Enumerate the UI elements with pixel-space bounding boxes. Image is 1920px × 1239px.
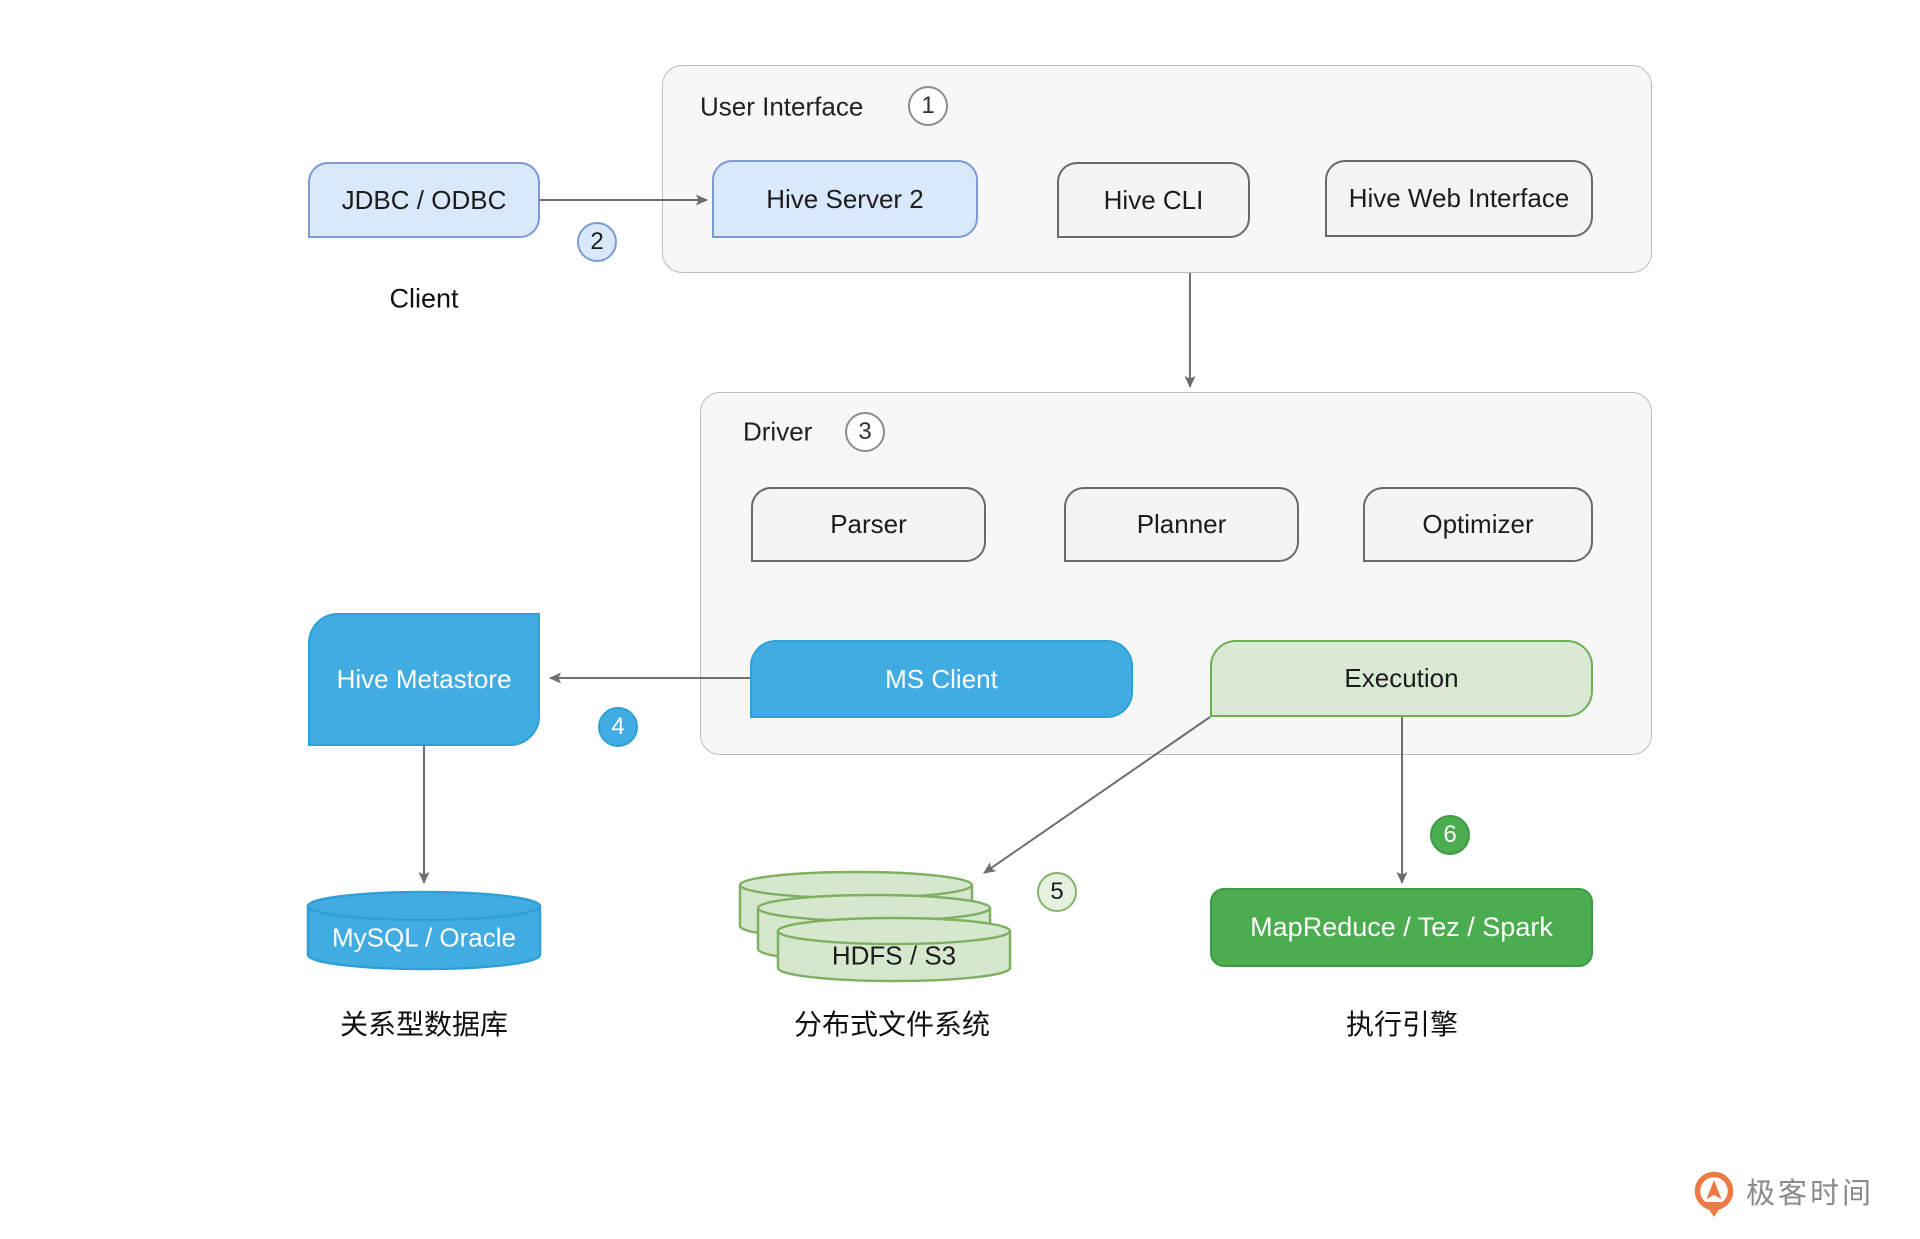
jdbc-odbc-box: JDBC / ODBC xyxy=(308,162,540,238)
parser-box: Parser xyxy=(751,487,986,562)
execution-box: Execution xyxy=(1210,640,1593,717)
step-badge-2: 2 xyxy=(577,222,617,262)
geektime-watermark: 极客时间 xyxy=(1746,1178,1875,1210)
arrow-execution-to-hdfs xyxy=(983,716,1211,874)
geektime-logo-icon xyxy=(1694,1171,1734,1217)
engine-caption: 执行引擎 xyxy=(1345,1009,1459,1040)
rdbms-caption: 关系型数据库 xyxy=(339,1009,509,1040)
driver-title: Driver xyxy=(743,416,813,447)
hdfs-s3-label: HDFS / S3 xyxy=(831,940,957,971)
mysql-oracle-cylinder xyxy=(306,890,542,971)
optimizer-box: Optimizer xyxy=(1363,487,1593,562)
dfs-caption: 分布式文件系统 xyxy=(793,1009,991,1040)
user-interface-title: User Interface xyxy=(700,91,864,122)
hdfs-s3-cylinders xyxy=(738,870,1012,983)
hdfs-cylinder-front xyxy=(776,916,1012,983)
ms-client-box: MS Client xyxy=(750,640,1133,718)
hive-server-2-box: Hive Server 2 xyxy=(712,160,978,238)
mapreduce-tez-spark-box: MapReduce / Tez / Spark xyxy=(1210,888,1593,967)
step-badge-5: 5 xyxy=(1037,872,1077,912)
step-badge-3: 3 xyxy=(845,412,885,452)
hive-cli-box: Hive CLI xyxy=(1057,162,1250,238)
mysql-oracle-label: MySQL / Oracle xyxy=(332,922,516,953)
step-badge-6: 6 xyxy=(1430,815,1470,855)
planner-box: Planner xyxy=(1064,487,1299,562)
step-badge-1: 1 xyxy=(908,86,948,126)
hive-metastore-box: Hive Metastore xyxy=(308,613,540,746)
step-badge-4: 4 xyxy=(598,707,638,747)
client-caption: Client xyxy=(389,283,459,314)
hive-web-interface-box: Hive Web Interface xyxy=(1325,160,1593,237)
